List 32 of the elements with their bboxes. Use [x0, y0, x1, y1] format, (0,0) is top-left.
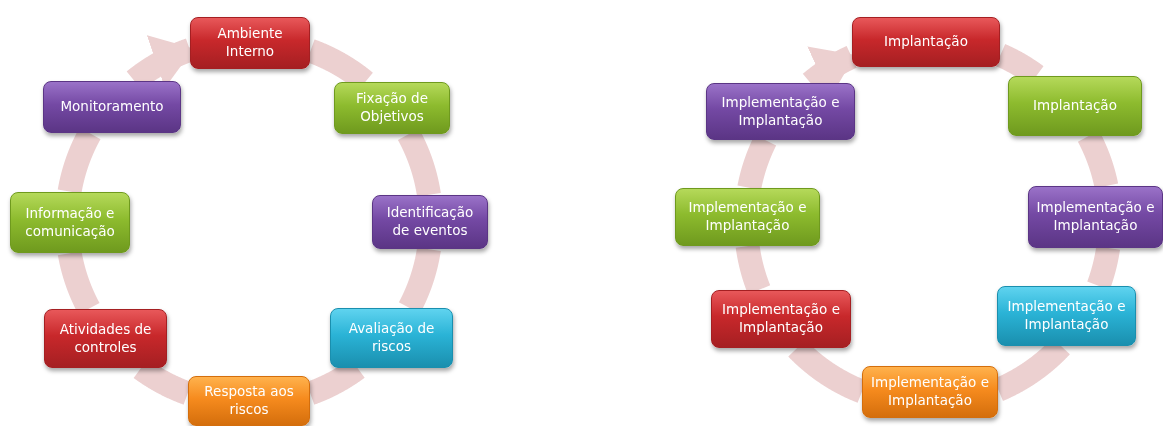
process-box [334, 82, 450, 134]
box-label: Resposta aos riscos [203, 383, 295, 419]
box-label: Implementação e Implantação [1006, 298, 1127, 334]
box-label: Implementação e Implantação [1035, 199, 1156, 235]
process-box [675, 188, 820, 246]
box-label: Avaliação de riscos [347, 320, 436, 356]
process-box [44, 309, 167, 368]
process-box [10, 192, 130, 253]
process-box [711, 290, 851, 348]
box-label: Informação e comunicação [24, 204, 116, 241]
box-label: Implementação e Implantação [720, 93, 841, 130]
process-box [706, 83, 855, 140]
box-label: Implementação e Implantação [687, 199, 808, 235]
process-box [43, 81, 181, 133]
process-box [1008, 76, 1142, 136]
box-label: Implementação e Implantação [721, 301, 841, 337]
process-box [188, 376, 310, 426]
box-label: Implantação [1033, 97, 1117, 115]
process-box [330, 308, 453, 368]
box-label: Implantação [884, 33, 968, 51]
box-label: Fixação de Objetivos [355, 90, 429, 126]
process-box [852, 17, 1000, 67]
process-box [372, 195, 488, 249]
process-box [190, 17, 310, 69]
box-label: Ambiente Interno [216, 25, 284, 61]
process-box [862, 366, 998, 418]
process-box [997, 286, 1136, 346]
box-label: Monitoramento [60, 98, 164, 116]
box-label: Implementação e Implantação [870, 374, 990, 410]
process-box [1028, 186, 1163, 248]
box-label: Atividades de controles [58, 320, 153, 357]
box-label: Identificação de eventos [385, 204, 475, 240]
